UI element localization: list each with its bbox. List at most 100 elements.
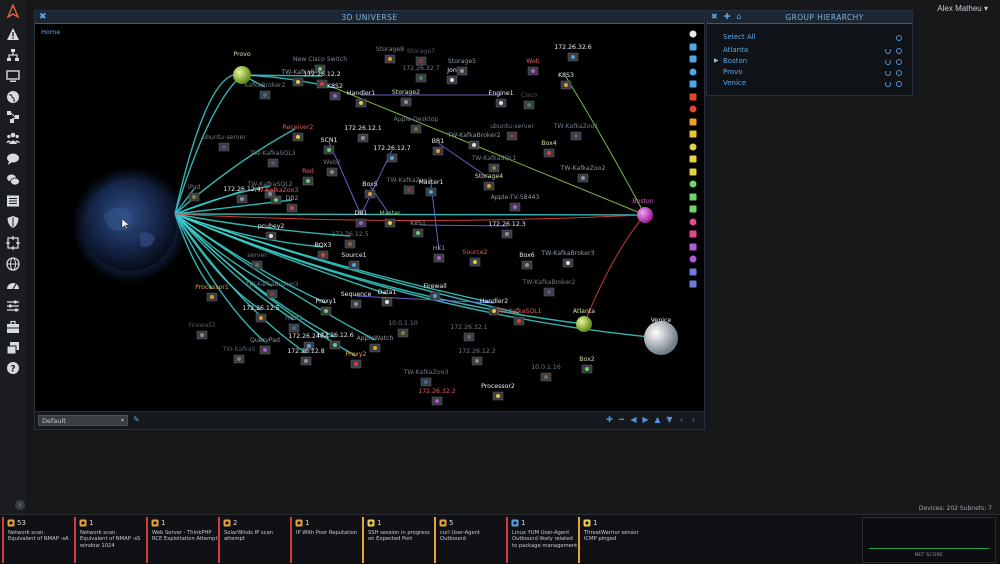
group-row-boston[interactable]: ▶Boston bbox=[714, 57, 747, 65]
device-node[interactable] bbox=[386, 153, 398, 163]
pan-down-button[interactable]: ▼ bbox=[666, 415, 673, 424]
group-node-provo[interactable] bbox=[233, 66, 251, 84]
device-node[interactable] bbox=[286, 203, 298, 213]
toggle-ring-icon[interactable] bbox=[896, 81, 902, 87]
select-all-toggle[interactable] bbox=[896, 35, 902, 41]
device-node[interactable] bbox=[577, 173, 589, 183]
rotate-left-button[interactable]: ‹ bbox=[679, 415, 684, 424]
device-node[interactable] bbox=[323, 145, 335, 155]
device-icon[interactable] bbox=[463, 332, 475, 342]
sliders-icon[interactable] bbox=[6, 299, 20, 313]
device-icon[interactable] bbox=[259, 90, 271, 100]
device-node[interactable] bbox=[446, 75, 458, 85]
bolt-icon[interactable] bbox=[688, 29, 698, 39]
device-node[interactable] bbox=[218, 142, 230, 152]
device-node[interactable] bbox=[384, 218, 396, 228]
pencil-icon[interactable]: ✎ bbox=[133, 415, 140, 424]
device-node[interactable] bbox=[267, 158, 279, 168]
device-node[interactable] bbox=[316, 79, 328, 89]
device-node[interactable] bbox=[567, 52, 579, 62]
device-icon[interactable] bbox=[523, 100, 535, 110]
device-node[interactable] bbox=[364, 189, 376, 199]
device-icon[interactable] bbox=[344, 239, 356, 249]
device-node[interactable] bbox=[302, 176, 314, 186]
device-node[interactable] bbox=[456, 66, 468, 76]
expand-arrow-icon[interactable]: ▶ bbox=[714, 57, 719, 64]
group-row-provo[interactable]: Provo bbox=[723, 68, 743, 76]
device-node[interactable] bbox=[350, 359, 362, 369]
device-node[interactable] bbox=[355, 98, 367, 108]
device-node[interactable] bbox=[292, 132, 304, 142]
device-node[interactable] bbox=[259, 345, 271, 355]
device-icon[interactable] bbox=[196, 330, 208, 340]
chart-icon[interactable] bbox=[688, 79, 698, 89]
refresh-icon[interactable] bbox=[885, 81, 891, 87]
close-icon[interactable]: ✖ bbox=[39, 12, 47, 22]
sidebar-expand-button[interactable]: › bbox=[15, 500, 25, 510]
device-node[interactable] bbox=[527, 66, 539, 76]
pan-left-button[interactable]: ◀ bbox=[630, 415, 637, 424]
desktop-icon[interactable] bbox=[688, 142, 698, 152]
globe-icon[interactable] bbox=[688, 42, 698, 52]
device-node[interactable] bbox=[264, 189, 276, 199]
monitor-icon[interactable] bbox=[6, 69, 20, 83]
device-node[interactable] bbox=[543, 148, 555, 158]
device-node[interactable] bbox=[300, 356, 312, 366]
mail-icon[interactable] bbox=[688, 54, 698, 64]
device-node[interactable] bbox=[265, 231, 277, 241]
device-node[interactable] bbox=[400, 97, 412, 107]
group-node-atlanta[interactable] bbox=[576, 316, 592, 332]
topology-icon[interactable] bbox=[6, 110, 20, 124]
device-icon[interactable] bbox=[218, 142, 230, 152]
device-node[interactable] bbox=[463, 332, 475, 342]
device-node[interactable] bbox=[288, 323, 300, 333]
device-node[interactable] bbox=[501, 229, 513, 239]
add-icon[interactable]: ✚ bbox=[723, 12, 731, 21]
device-node[interactable] bbox=[523, 100, 535, 110]
crosshair-icon[interactable] bbox=[6, 236, 20, 250]
toolbox-icon[interactable] bbox=[6, 320, 20, 334]
device-node[interactable] bbox=[348, 260, 360, 270]
logo-icon[interactable] bbox=[6, 4, 20, 18]
group-row-atlanta[interactable]: Atlanta bbox=[723, 46, 748, 54]
device-node[interactable] bbox=[543, 287, 555, 297]
device-node[interactable] bbox=[206, 292, 218, 302]
device-node[interactable] bbox=[469, 257, 481, 267]
device-node[interactable] bbox=[188, 192, 200, 202]
device-node[interactable] bbox=[326, 167, 338, 177]
group-node-venice[interactable] bbox=[644, 321, 678, 355]
refresh-icon[interactable] bbox=[885, 59, 891, 65]
device-node[interactable] bbox=[433, 253, 445, 263]
device-node[interactable] bbox=[410, 124, 422, 134]
list-icon[interactable] bbox=[6, 194, 20, 208]
chats-icon[interactable] bbox=[6, 173, 20, 187]
device-node[interactable] bbox=[513, 316, 525, 326]
globe-icon[interactable] bbox=[6, 90, 20, 104]
chat-icon[interactable] bbox=[688, 242, 698, 252]
link-icon[interactable] bbox=[688, 254, 698, 264]
device-node[interactable] bbox=[397, 328, 409, 338]
key-icon[interactable] bbox=[688, 129, 698, 139]
device-node[interactable] bbox=[236, 194, 248, 204]
home-icon[interactable]: ⌂ bbox=[736, 12, 742, 21]
device-node[interactable] bbox=[292, 77, 304, 87]
cloud-icon[interactable] bbox=[688, 204, 698, 214]
toggle-ring-icon[interactable] bbox=[896, 59, 902, 65]
device-icon[interactable] bbox=[506, 131, 518, 141]
users-icon[interactable] bbox=[6, 131, 20, 145]
device-icon[interactable] bbox=[266, 289, 278, 299]
globe-alt-icon[interactable] bbox=[6, 257, 20, 271]
device-node[interactable] bbox=[344, 239, 356, 249]
device-node[interactable] bbox=[270, 195, 282, 205]
device-node[interactable] bbox=[314, 64, 326, 74]
device-node[interactable] bbox=[381, 297, 393, 307]
device-node[interactable] bbox=[560, 80, 572, 90]
toggle-ring-icon[interactable] bbox=[896, 35, 902, 41]
device-node[interactable] bbox=[415, 73, 427, 83]
box-icon[interactable] bbox=[688, 229, 698, 239]
group-row-venice[interactable]: Venice bbox=[723, 79, 746, 87]
